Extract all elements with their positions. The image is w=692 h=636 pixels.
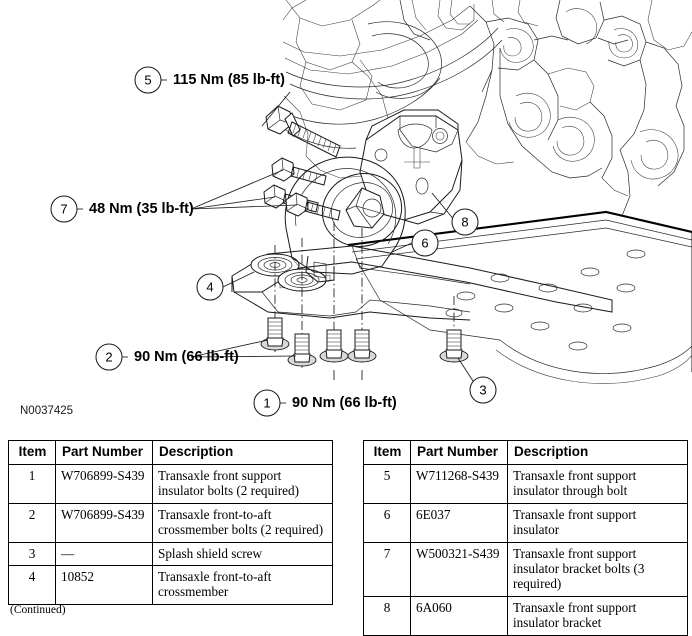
crossmember-bolt-2 bbox=[287, 333, 317, 367]
table-row: 6 6E037 Transaxle front support insulato… bbox=[363, 502, 688, 543]
splash-shield-screw bbox=[439, 329, 469, 363]
cell-description: Splash shield screw bbox=[152, 541, 333, 566]
insulator-bolt-2 bbox=[347, 329, 377, 363]
header-part-number: Part Number bbox=[410, 440, 508, 465]
header-description: Description bbox=[152, 440, 333, 465]
callout-8: 8 bbox=[451, 208, 479, 236]
callout-5: 5 115 Nm (85 lb-ft) bbox=[134, 66, 285, 94]
bracket-bolt-c bbox=[285, 192, 341, 221]
cell-description: Transaxle front support insulator bracke… bbox=[507, 541, 688, 597]
callout-6: 6 bbox=[411, 229, 439, 257]
table-header-row: Item Part Number Description bbox=[363, 440, 688, 465]
cell-item: 8 bbox=[363, 595, 411, 636]
cell-description: Transaxle front support insulator bbox=[507, 502, 688, 543]
insulator-bolt-1 bbox=[319, 329, 349, 363]
cell-part-number: — bbox=[55, 541, 153, 566]
engine-background-linework bbox=[282, 0, 692, 217]
lower-fasteners bbox=[260, 317, 469, 367]
table-row: 4 10852 Transaxle front-to-aft crossmemb… bbox=[8, 564, 333, 605]
splash-shield-holes bbox=[456, 249, 646, 351]
table-row: 8 6A060 Transaxle front support insulato… bbox=[363, 595, 688, 636]
through-bolt-5 bbox=[265, 105, 341, 158]
cell-item: 5 bbox=[363, 463, 411, 504]
cell-part-number: 6E037 bbox=[410, 502, 508, 543]
callout-3: 3 bbox=[469, 376, 497, 404]
cell-part-number: 6A060 bbox=[410, 595, 508, 636]
callout-5-torque: 115 Nm (85 lb-ft) bbox=[173, 72, 285, 88]
table-row: 3 — Splash shield screw bbox=[8, 541, 333, 566]
cell-description: Transaxle front support insulator bracke… bbox=[507, 595, 688, 636]
parts-table-left: Item Part Number Description 1 W706899-S… bbox=[8, 440, 333, 605]
callout-2-torque: 90 Nm (66 lb-ft) bbox=[134, 349, 239, 365]
bracket-bolts-7 bbox=[263, 157, 341, 221]
callout-1-number: 1 bbox=[263, 396, 270, 411]
cell-part-number: W706899-S439 bbox=[55, 502, 153, 543]
cell-item: 2 bbox=[8, 502, 56, 543]
table-header-row: Item Part Number Description bbox=[8, 440, 333, 465]
cell-part-number: W500321-S439 bbox=[410, 541, 508, 597]
cell-item: 6 bbox=[363, 502, 411, 543]
bolt-threads-5 bbox=[292, 123, 337, 154]
cell-item: 3 bbox=[8, 541, 56, 566]
callout-1-torque: 90 Nm (66 lb-ft) bbox=[292, 395, 397, 411]
header-description: Description bbox=[507, 440, 688, 465]
crossmember-bolt-1 bbox=[260, 317, 290, 351]
cell-part-number: W711268-S439 bbox=[410, 463, 508, 504]
leader-lines bbox=[74, 79, 474, 404]
cell-description: Transaxle front support insulator throug… bbox=[507, 463, 688, 504]
table-row: 5 W711268-S439 Transaxle front support i… bbox=[363, 463, 688, 504]
header-part-number: Part Number bbox=[55, 440, 153, 465]
cell-part-number: 10852 bbox=[55, 564, 153, 605]
cell-description: Transaxle front support insulator bolts … bbox=[152, 463, 333, 504]
callout-7-torque: 48 Nm (35 lb-ft) bbox=[89, 201, 194, 217]
crossmember bbox=[231, 245, 613, 321]
header-item: Item bbox=[363, 440, 411, 465]
cell-item: 1 bbox=[8, 463, 56, 504]
callout-7: 7 48 Nm (35 lb-ft) bbox=[50, 195, 194, 223]
insulator-bracket-assembly bbox=[284, 109, 463, 283]
table-row: 7 W500321-S439 Transaxle front support i… bbox=[363, 541, 688, 597]
drawing-id: N0037425 bbox=[20, 405, 73, 417]
callout-8-number: 8 bbox=[461, 215, 468, 230]
parts-tables: Item Part Number Description 1 W706899-S… bbox=[0, 436, 692, 636]
bracket-bolt-a bbox=[271, 157, 327, 186]
exploded-view-illustration: 5 115 Nm (85 lb-ft) 7 48 Nm (35 lb-ft) 4… bbox=[20, 0, 692, 417]
cell-item: 7 bbox=[363, 541, 411, 597]
parts-table-right: Item Part Number Description 5 W711268-S… bbox=[363, 440, 688, 636]
callout-6-number: 6 bbox=[421, 236, 428, 251]
callout-2-number: 2 bbox=[105, 350, 112, 365]
header-item: Item bbox=[8, 440, 56, 465]
continued-note: (Continued) bbox=[10, 604, 66, 616]
callout-3-number: 3 bbox=[479, 383, 486, 398]
table-row: 1 W706899-S439 Transaxle front support i… bbox=[8, 463, 333, 504]
callout-1: 1 90 Nm (66 lb-ft) bbox=[253, 389, 397, 417]
callout-4-number: 4 bbox=[206, 280, 213, 295]
callout-7-number: 7 bbox=[60, 202, 67, 217]
callout-4: 4 bbox=[196, 273, 224, 301]
table-row: 2 W706899-S439 Transaxle front-to-aft cr… bbox=[8, 502, 333, 543]
splash-shield bbox=[347, 210, 692, 384]
cell-description: Transaxle front-to-aft crossmember bolts… bbox=[152, 502, 333, 543]
cell-description: Transaxle front-to-aft crossmember bbox=[152, 564, 333, 605]
cell-item: 4 bbox=[8, 564, 56, 605]
callout-5-number: 5 bbox=[144, 73, 151, 88]
cell-part-number: W706899-S439 bbox=[55, 463, 153, 504]
callout-2: 2 90 Nm (66 lb-ft) bbox=[95, 343, 239, 371]
